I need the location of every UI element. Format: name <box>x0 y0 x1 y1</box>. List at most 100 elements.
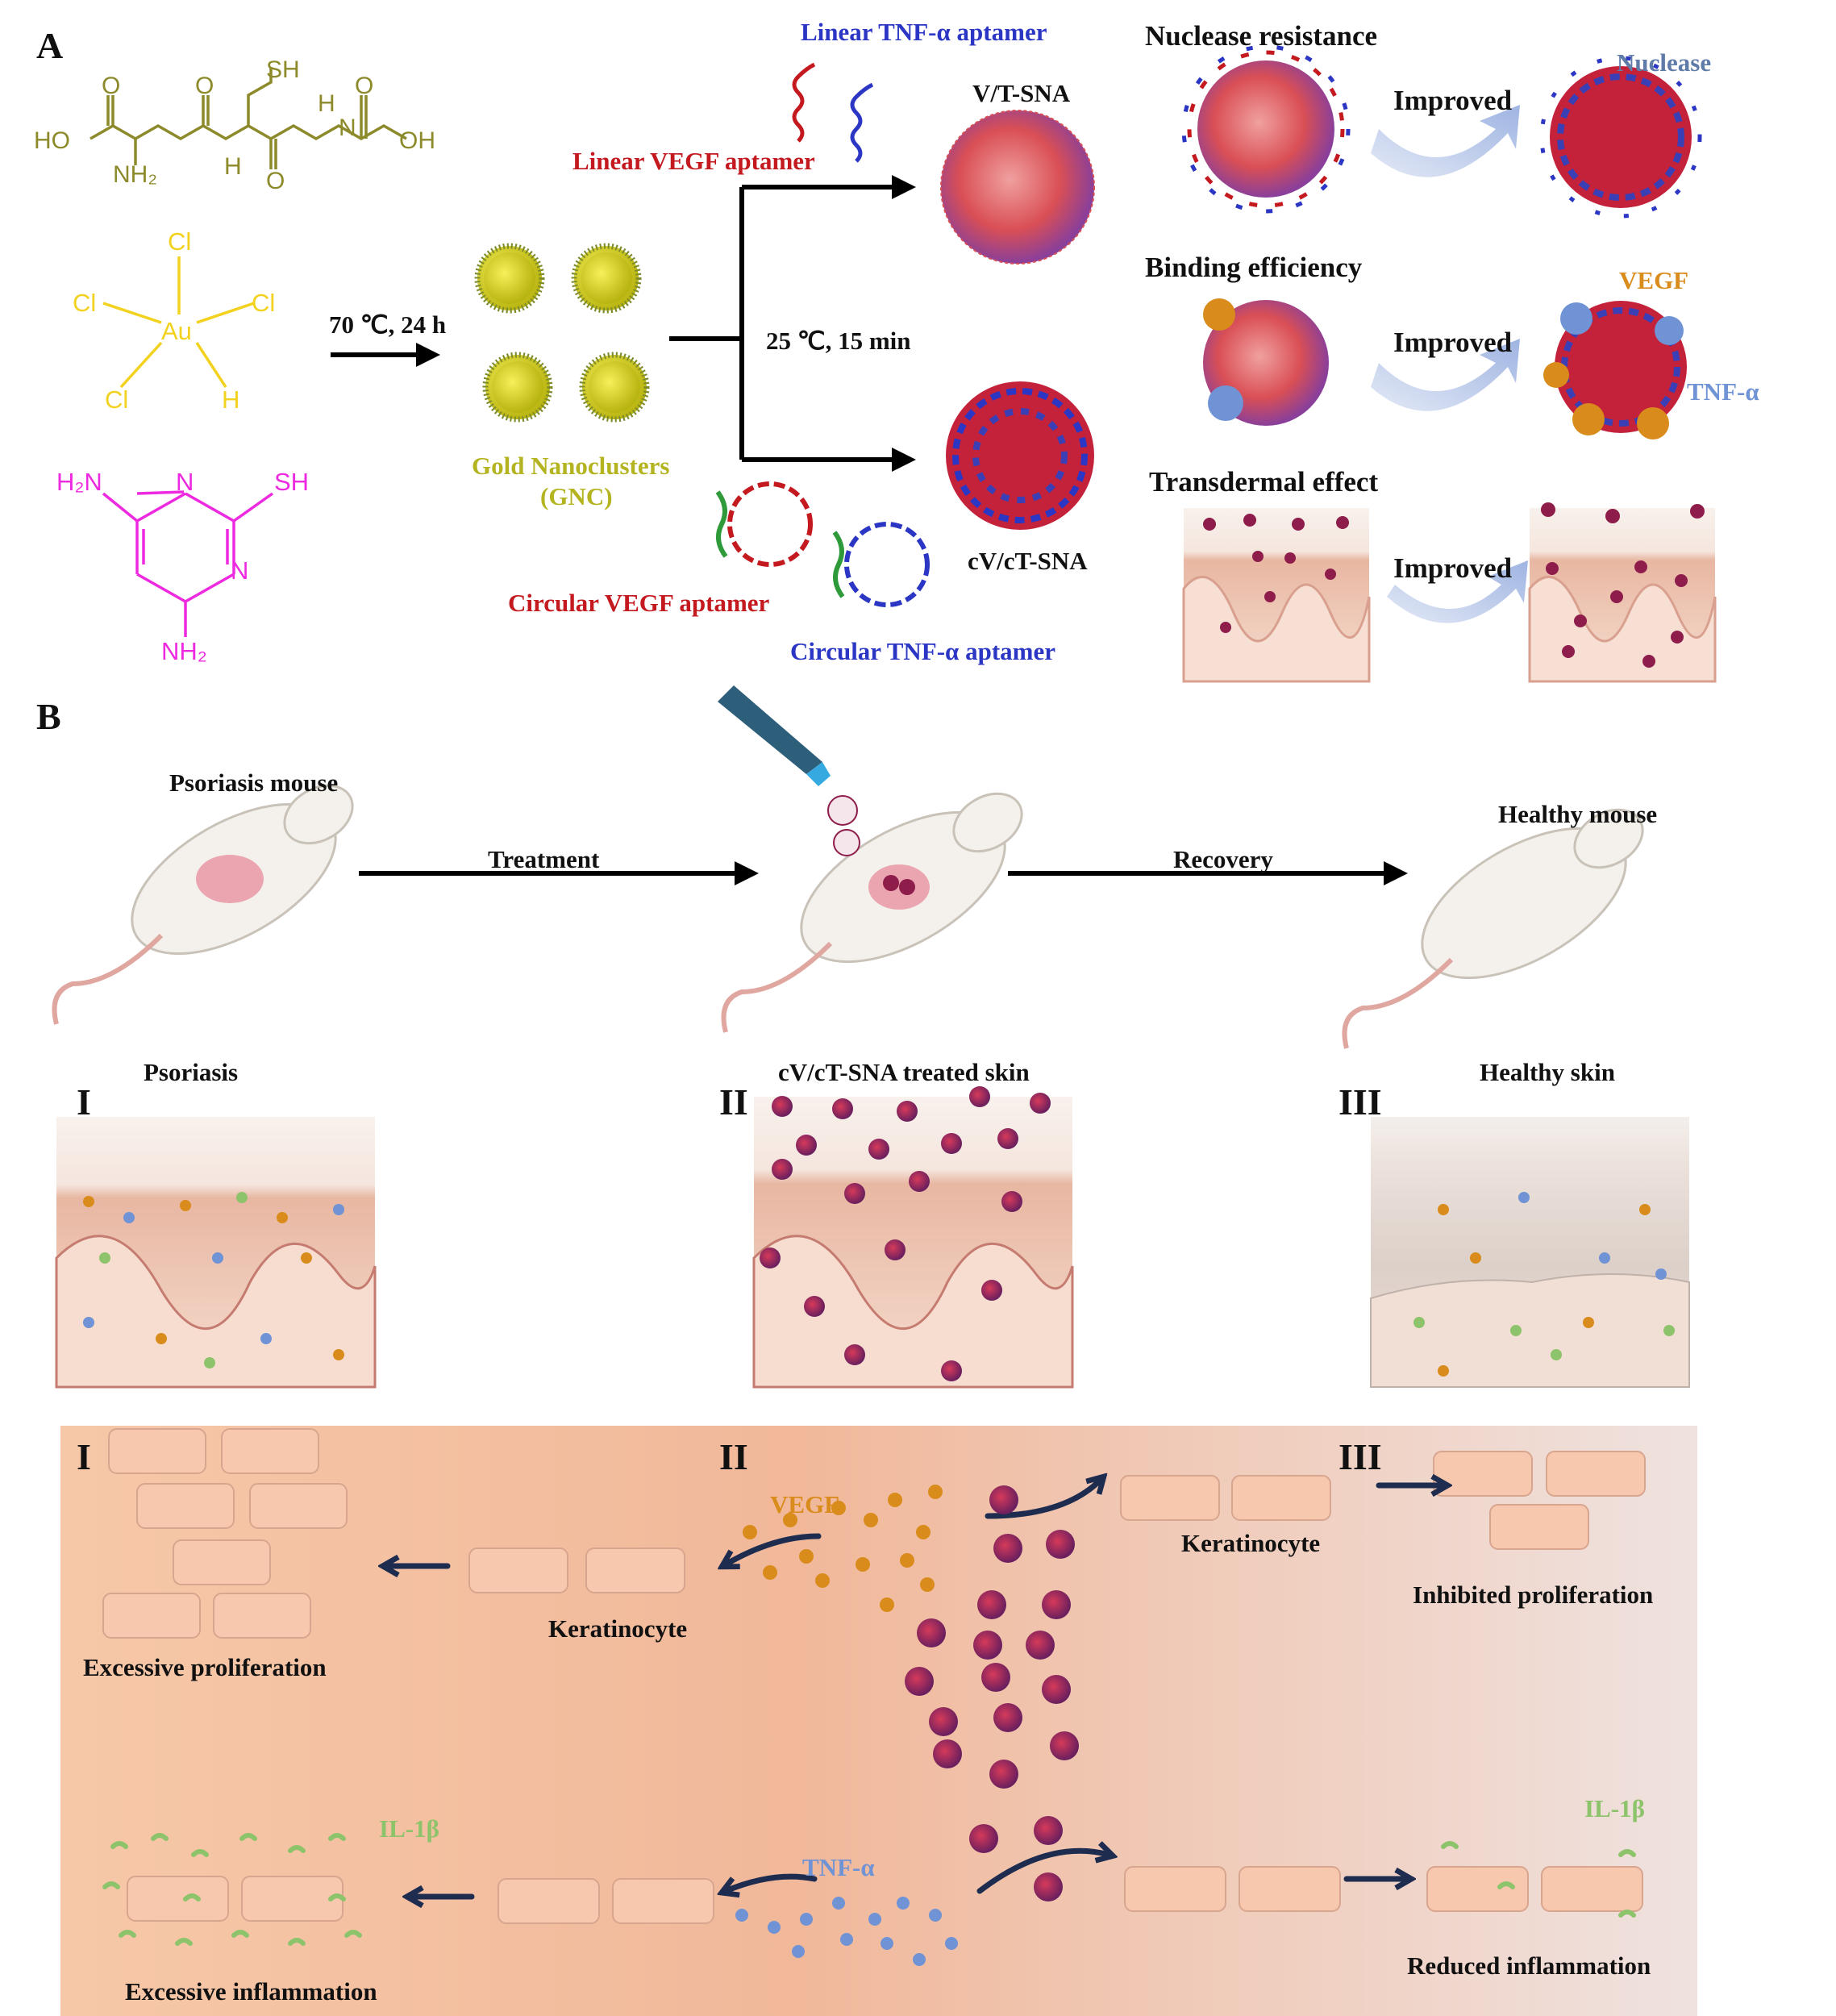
assembly-branch-arrows <box>669 175 916 472</box>
glutathione-h1: H <box>224 153 242 180</box>
nuclease-after-sphere <box>1539 56 1702 219</box>
circular-vegf-aptamer-ring <box>715 481 813 567</box>
circular-tnf-aptamer-ring <box>832 522 930 607</box>
glutathione-o4: O <box>355 73 374 99</box>
psoriasis-mouse-label: Psoriasis mouse <box>169 768 339 797</box>
improved-arrow-2 <box>1371 339 1520 411</box>
improved-label-2: Improved <box>1393 327 1513 358</box>
pathway-stage-i: I <box>77 1436 91 1477</box>
improved-arrow-1 <box>1371 105 1520 177</box>
pathway-vegf-molecules <box>743 1485 943 1612</box>
pathway-tnf-molecules <box>735 1897 958 1966</box>
pathway-vegf-label: VEGF <box>770 1490 840 1518</box>
tnf-receptor-cells-right <box>1124 1866 1341 1912</box>
binding-after-sphere <box>1543 301 1687 439</box>
panel-b-label: B <box>36 696 61 737</box>
excessive-inflammation-label: Excessive inflammation <box>125 1977 377 2006</box>
binding-vegf-label: VEGF <box>1619 266 1689 294</box>
pathway-il1b-label-left: IL-1β <box>379 1814 439 1843</box>
pyrimidine-nh2: NH₂ <box>161 637 207 665</box>
transdermal-effect-title: Transdermal effect <box>1149 466 1379 498</box>
glutathione-o1: O <box>102 73 121 99</box>
healthy-skin-label: Healthy skin <box>1480 1058 1615 1086</box>
pyrimidine-sh: SH <box>274 468 310 496</box>
pyrimidine-h2n: H₂N <box>56 468 102 496</box>
vt-sna-label: V/T-SNA <box>972 79 1071 107</box>
glutathione-ho: HO <box>34 127 70 154</box>
reduced-inflammation-cells <box>1426 1866 1643 1912</box>
stage-i-label: I <box>77 1081 91 1123</box>
glutathione-oh: OH <box>399 127 435 154</box>
nuclease-before-sphere <box>1181 44 1351 214</box>
healthy-skin-cytokines <box>1413 1192 1675 1377</box>
inflamed-cells <box>127 1876 343 1922</box>
psoriasis-skin-section <box>55 1117 377 1389</box>
cvct-sna-particle <box>946 381 1094 530</box>
keratinocyte-cells-left <box>468 1547 685 1593</box>
nuclease-label: Nuclease <box>1617 48 1712 77</box>
excessive-proliferation-label: Excessive proliferation <box>83 1653 327 1681</box>
improved-label-3: Improved <box>1393 552 1513 584</box>
assembly-condition: 25 ℃, 15 min <box>766 327 911 355</box>
glutathione-nh2: NH₂ <box>113 161 157 188</box>
linear-vegf-label: Linear VEGF aptamer <box>572 147 815 175</box>
circular-vegf-label: Circular VEGF aptamer <box>508 589 770 617</box>
haucl4-structure <box>102 256 255 389</box>
transdermal-skin-after <box>1528 502 1717 683</box>
binding-efficiency-title: Binding efficiency <box>1145 252 1363 283</box>
psoriasis-skin-cytokines <box>83 1192 344 1368</box>
pathway-stage-ii: II <box>719 1436 748 1477</box>
transdermal-skin-before <box>1182 508 1371 683</box>
keratinocyte-cells-right <box>1120 1475 1331 1521</box>
glutathione-structure <box>90 68 407 169</box>
healthy-mouse <box>1342 808 1644 1049</box>
recovery-label: Recovery <box>1173 845 1273 873</box>
panel-a-label: A <box>36 25 64 66</box>
pathway-il1b-molecules <box>102 1833 1636 1946</box>
gnc-particles <box>474 243 650 423</box>
gnc-label-line2: (GNC) <box>540 482 613 510</box>
binding-tnf-label: TNF-α <box>1687 377 1759 406</box>
gnc-label-line1: Gold Nanoclusters <box>472 452 670 480</box>
pathway-tnf-label: TNF-α <box>802 1853 875 1881</box>
reduced-inflammation-label: Reduced inflammation <box>1407 1951 1651 1980</box>
healthy-skin-section <box>1370 1117 1690 1388</box>
cvct-sna-label: cV/cT-SNA <box>968 547 1088 575</box>
treatment-label: Treatment <box>488 845 600 873</box>
inhibited-proliferation-label: Inhibited proliferation <box>1413 1581 1654 1609</box>
pathway-sna-particles <box>905 1485 1079 1901</box>
psoriasis-label: Psoriasis <box>144 1058 239 1086</box>
pyrimidine-structure <box>102 490 274 637</box>
linear-vegf-aptamer-strand <box>792 62 816 143</box>
stage-iii-label: III <box>1338 1081 1382 1123</box>
topical-applicator-tube <box>718 685 860 856</box>
pathway-stage-iii: III <box>1338 1436 1382 1477</box>
haucl4-cl-left: Cl <box>73 289 97 317</box>
improved-arrow-3 <box>1387 560 1528 623</box>
glutathione-h2: H <box>318 90 335 117</box>
keratinocyte-label-left: Keratinocyte <box>548 1614 688 1643</box>
nuclease-resistance-title: Nuclease resistance <box>1145 20 1378 52</box>
glutathione-o2: O <box>195 73 214 99</box>
treated-skin-sna <box>760 1086 1051 1381</box>
improved-label-1: Improved <box>1393 85 1513 116</box>
synthesis-condition: 70 ℃, 24 h <box>329 310 447 339</box>
treated-skin-label: cV/cT-SNA treated skin <box>778 1058 1030 1086</box>
haucl4-cl-right: Cl <box>252 289 276 317</box>
haucl4-cl-bottom: Cl <box>105 385 129 414</box>
linear-tnf-aptamer-strand <box>850 82 874 163</box>
inhibited-proliferation-cells <box>1433 1451 1646 1550</box>
excessive-proliferation-cells <box>102 1428 348 1639</box>
pyrimidine-n2: N <box>231 556 249 585</box>
keratinocyte-label-right: Keratinocyte <box>1181 1529 1321 1557</box>
pathway-il1b-label-right: IL-1β <box>1584 1794 1645 1822</box>
vt-sna-particle <box>940 110 1095 264</box>
haucl4-au: Au <box>161 317 192 345</box>
haucl4-cl-top: Cl <box>168 227 192 256</box>
pyrimidine-n1: N <box>176 468 194 496</box>
glutathione-n2: N <box>339 115 356 141</box>
tnf-receptor-cells-left <box>498 1878 714 1924</box>
binding-before-sphere <box>1203 298 1329 426</box>
pathway-arrows <box>387 1480 1443 1897</box>
glutathione-o3: O <box>266 168 285 194</box>
